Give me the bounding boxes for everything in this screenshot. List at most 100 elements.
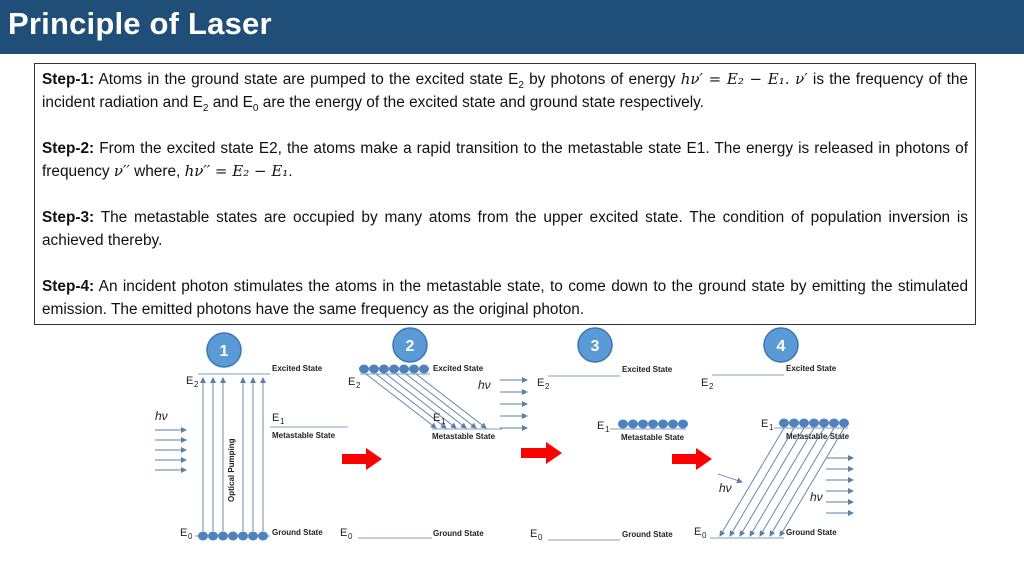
steps-textbox: Step-1: Atoms in the ground state are pu…: [34, 63, 976, 325]
title-bar: Principle of Laser: [0, 0, 1024, 54]
step-3-text: The metastable states are occupied by ma…: [42, 209, 968, 249]
step-number-badge: [577, 327, 613, 363]
decay-arrows: [365, 373, 487, 429]
energy-subscript: 2: [356, 381, 361, 390]
energy-label: E: [433, 412, 440, 424]
step-number-badge: [392, 327, 428, 363]
atom: [419, 364, 429, 374]
subscript: 0: [252, 103, 259, 115]
step-4-text: An incident photon stimulates the atoms …: [42, 278, 968, 318]
step-4-label: Step-4:: [42, 278, 95, 295]
atom: [359, 364, 369, 374]
excited-state-label: Excited State: [622, 365, 673, 374]
excited-state-label: Excited State: [272, 364, 323, 373]
pumping-arrows: [200, 377, 266, 531]
energy-label: E: [340, 527, 347, 539]
stimulated-emission-arrows: [719, 427, 845, 537]
atom: [839, 418, 849, 428]
energy-subscript: 1: [605, 425, 610, 434]
excited-state-label: Excited State: [786, 364, 837, 373]
energy-label: E: [348, 376, 355, 388]
panel-1: 1 Excited State E 2 E 1 Metastable State…: [155, 332, 348, 541]
step-2-label: Step-2:: [42, 140, 95, 157]
energy-subscript: 0: [348, 532, 353, 541]
atom: [819, 418, 829, 428]
step-number-badge: [763, 327, 799, 363]
energy-subscript: 1: [441, 417, 446, 426]
energy-label: E: [597, 420, 604, 432]
atom: [218, 531, 228, 541]
metastable-state-label: Metastable State: [621, 433, 685, 442]
atom: [648, 419, 658, 429]
step-number: 4: [777, 338, 786, 355]
hv-label: hν: [719, 481, 732, 495]
step-2-text: From the excited state E2, the atoms mak…: [42, 140, 968, 180]
step-1-equation: hν′ = E₂ − E₁. ν′: [680, 70, 808, 88]
energy-label: E: [180, 527, 187, 539]
atom: [379, 364, 389, 374]
atom: [658, 419, 668, 429]
energy-subscript: 0: [538, 533, 543, 542]
energy-subscript: 0: [702, 531, 707, 540]
hv-label: hν: [478, 378, 491, 392]
step-number: 1: [220, 343, 229, 360]
atom: [678, 419, 688, 429]
atom: [409, 364, 419, 374]
red-arrow-1: [342, 448, 382, 470]
ground-atoms: [198, 531, 268, 541]
energy-subscript: 2: [545, 382, 550, 391]
optical-pumping-label: Optical Pumping: [227, 438, 236, 502]
step-1-text: by photons of energy: [523, 71, 681, 88]
atom: [258, 531, 268, 541]
subscript: 2: [202, 103, 209, 115]
atom: [208, 531, 218, 541]
step-3-paragraph: Step-3: The metastable states are occupi…: [42, 206, 968, 252]
excited-atoms: [359, 364, 429, 374]
atom: [389, 364, 399, 374]
atom: [829, 418, 839, 428]
energy-subscript: 1: [769, 423, 774, 432]
step-1-paragraph: Step-1: Atoms in the ground state are pu…: [42, 68, 968, 114]
panel-2: 2 Excited State E 2 hν: [340, 327, 528, 541]
step-1-text: is the frequency of the incident radiati…: [42, 71, 968, 111]
energy-label: E: [537, 377, 544, 389]
excited-state-label: Excited State: [433, 364, 484, 373]
step-1-label: Step-1:: [42, 71, 95, 88]
red-arrow-2: [521, 442, 562, 464]
atom: [668, 419, 678, 429]
atom: [198, 531, 208, 541]
ground-state-label: Ground State: [433, 529, 484, 538]
energy-label: E: [694, 526, 701, 538]
metastable-state-label: Metastable State: [432, 432, 496, 441]
incident-photon-arrow: [717, 473, 743, 484]
hv-label: hν: [155, 409, 168, 423]
ground-state-label: Ground State: [272, 528, 323, 537]
atom: [248, 531, 258, 541]
metastable-atoms: [618, 419, 688, 429]
hv-label: hν: [810, 490, 823, 504]
step-3-label: Step-3:: [42, 209, 95, 226]
energy-label: E: [761, 418, 768, 430]
step-number: 2: [406, 338, 415, 355]
energy-subscript: 1: [280, 417, 285, 426]
step-1-text: and E: [208, 94, 253, 111]
energy-subscript: 2: [709, 382, 714, 391]
energy-label: E: [272, 412, 279, 424]
energy-subscript: 2: [194, 380, 199, 389]
metastable-state-label: Metastable State: [786, 432, 850, 441]
energy-label: E: [701, 377, 708, 389]
energy-subscript: 0: [188, 532, 193, 541]
metastable-atoms: [779, 418, 849, 428]
atom: [789, 418, 799, 428]
emitted-photon-arrows: [500, 377, 528, 431]
ground-state-label: Ground State: [786, 528, 837, 537]
metastable-state-label: Metastable State: [272, 431, 336, 440]
step-4-paragraph: Step-4: An incident photon stimulates th…: [42, 275, 968, 321]
red-arrow-3: [672, 448, 712, 470]
step-2-equation: hν′′ = E₂ − E₁: [184, 162, 289, 180]
atom: [779, 418, 789, 428]
atom: [618, 419, 628, 429]
panel-3: 3 Excited State E 2 E 1 Metastable State…: [530, 327, 688, 542]
step-2-frequency: ν′′: [113, 162, 130, 180]
atom: [638, 419, 648, 429]
